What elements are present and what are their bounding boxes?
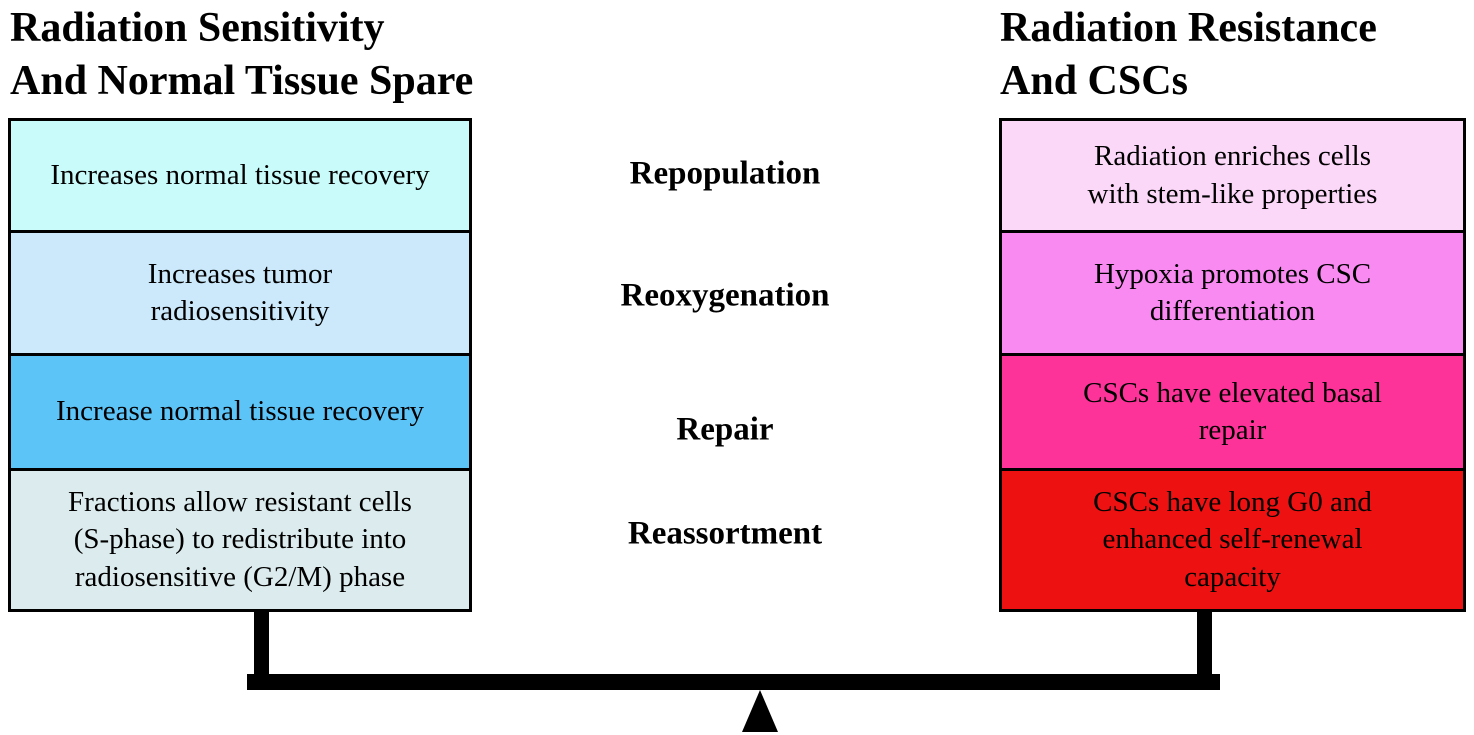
left-row-reoxygenation: Increases tumor radiosensitivity <box>11 233 469 356</box>
right-row-repair: CSCs have elevated basal repair <box>1002 356 1463 471</box>
center-label-repair: Repair <box>676 411 774 448</box>
right-row-reassortment: CSCs have long G0 and enhanced self-rene… <box>1002 471 1463 609</box>
balance-left-post <box>254 610 269 690</box>
center-label-repopulation: Repopulation <box>629 155 821 192</box>
left-row-repopulation: Increases normal tissue recovery <box>11 121 469 233</box>
left-column-title: Radiation Sensitivity And Normal Tissue … <box>10 5 474 104</box>
right-column-resistance: Radiation enriches cells with stem-like … <box>999 118 1466 612</box>
balance-fulcrum-triangle-icon <box>742 690 778 732</box>
right-row-repopulation: Radiation enriches cells with stem-like … <box>1002 121 1463 233</box>
center-label-reassortment: Reassortment <box>627 515 823 552</box>
center-label-reoxygenation: Reoxygenation <box>620 277 830 314</box>
left-column-sensitivity: Increases normal tissue recovery Increas… <box>8 118 472 612</box>
right-row-reoxygenation: Hypoxia promotes CSC differentiation <box>1002 233 1463 356</box>
left-row-reassortment: Fractions allow resistant cells (S-phase… <box>11 471 469 609</box>
right-column-title: Radiation Resistance And CSCs <box>1000 5 1377 104</box>
balance-right-post <box>1197 610 1212 690</box>
balance-beam <box>247 674 1220 690</box>
left-row-repair: Increase normal tissue recovery <box>11 356 469 471</box>
